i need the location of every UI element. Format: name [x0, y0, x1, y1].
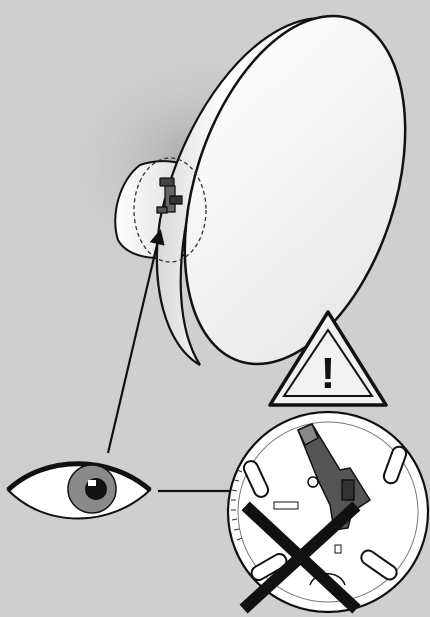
- warning-symbol: !: [321, 349, 336, 398]
- eye-icon: [8, 464, 150, 519]
